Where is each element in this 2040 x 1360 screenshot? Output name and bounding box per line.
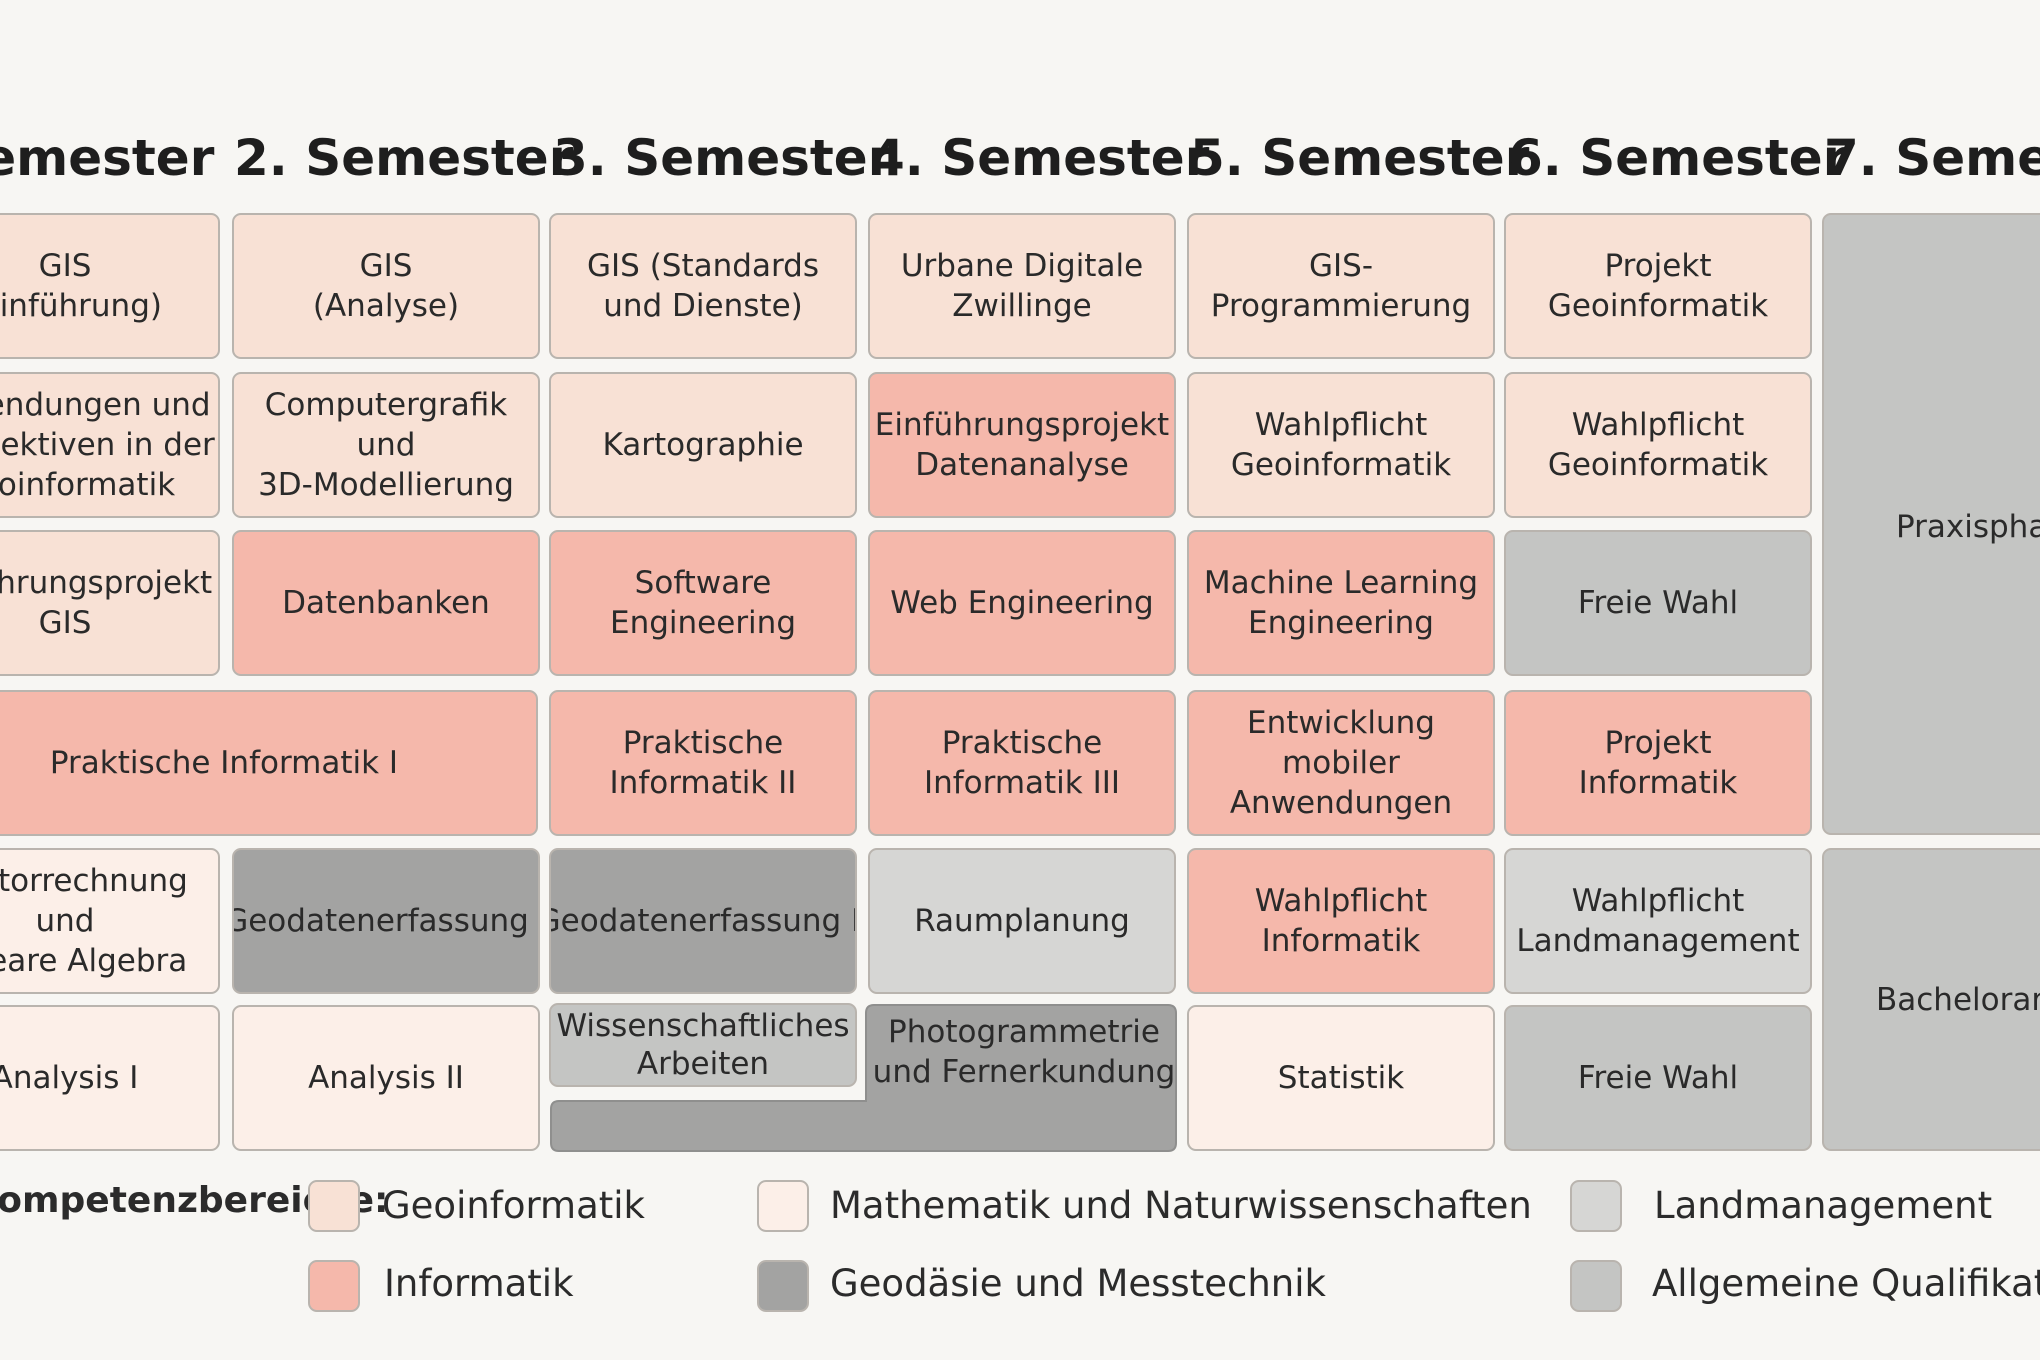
module-gis-einfuehrung: GIS(Einführung) — [0, 213, 220, 359]
module-gis-analyse: GIS(Analyse) — [232, 213, 540, 359]
legend-swatch-allgemeine-qualifikation — [1570, 1260, 1622, 1312]
module-label: Freie Wahl — [1577, 585, 1739, 621]
module-label: Praxisphase — [1896, 509, 2040, 545]
module-einfuehrungsprojekt-gis: EinführungsprojektGIS — [0, 530, 220, 676]
module-label: Freie Wahl — [1577, 1060, 1739, 1096]
module-label: EinführungsprojektGIS — [0, 565, 213, 641]
legend-label-geoinformatik: Geoinformatik — [382, 1184, 645, 1227]
module-anwendungen-perspektiven: Anwendungen undPerspektiven in derGeoinf… — [0, 372, 220, 518]
module-analysis-2: Analysis II — [232, 1005, 540, 1151]
module-label: GIS(Analyse) — [312, 248, 460, 324]
module-praktische-informatik-1: Praktische Informatik I — [0, 690, 538, 836]
semester-1-heading: 1. Semester — [0, 129, 215, 187]
module-label: Raumplanung — [914, 903, 1130, 939]
semester-5-heading: 5. Semester — [1190, 129, 1530, 187]
module-label: Kartographie — [602, 427, 804, 463]
module-label: Praktische Informatik I — [49, 745, 399, 781]
module-label: Web Engineering — [890, 585, 1154, 621]
module-label: Geodatenerfassung II — [549, 903, 857, 939]
module-freie-wahl-2: Freie Wahl — [1504, 1005, 1812, 1151]
module-label: Anwendungen undPerspektiven in derGeoinf… — [0, 387, 215, 503]
legend-label-informatik: Informatik — [384, 1262, 574, 1305]
module-analysis-1: Analysis I — [0, 1005, 220, 1151]
module-label: Statistik — [1277, 1060, 1405, 1096]
semester-4-heading: 4. Semester — [870, 129, 1210, 187]
module-label: GIS(Einführung) — [0, 248, 162, 324]
module-label: GIS-Programmierung — [1210, 248, 1472, 324]
module-geodatenerfassung-1: Geodatenerfassung I — [232, 848, 540, 994]
module-praxisphase: Praxisphase — [1822, 213, 2040, 835]
legend-swatch-informatik — [308, 1260, 360, 1312]
module-raumplanung: Raumplanung — [868, 848, 1176, 994]
module-freie-wahl-1: Freie Wahl — [1504, 530, 1812, 676]
legend-label-geodaesie: Geodäsie und Messtechnik — [830, 1262, 1326, 1305]
module-web-engineering: Web Engineering — [868, 530, 1176, 676]
semester-7-heading: 7. Semester — [1824, 129, 2040, 187]
module-label: VektorrechnungundLineare Algebra — [0, 863, 188, 979]
module-label: Analysis II — [308, 1060, 464, 1096]
module-label: Geodatenerfassung I — [232, 903, 540, 939]
legend-swatch-geoinformatik — [308, 1180, 360, 1232]
module-geodatenerfassung-2: Geodatenerfassung II — [549, 848, 857, 994]
module-statistik: Statistik — [1187, 1005, 1495, 1151]
semester-2-heading: 2. Semester — [234, 129, 574, 187]
legend-swatch-mathematik — [757, 1180, 809, 1232]
module-vektorrechnung-lineare-algebra: VektorrechnungundLineare Algebra — [0, 848, 220, 994]
module-photogrammetrie-shape — [550, 1004, 1177, 1152]
module-kartographie: Kartographie — [549, 372, 857, 518]
legend-swatch-landmanagement — [1570, 1180, 1622, 1232]
semester-3-heading: 3. Semester — [553, 129, 893, 187]
legend-label-mathematik: Mathematik und Naturwissenschaften — [830, 1184, 1532, 1227]
module-label: Datenbanken — [282, 585, 490, 621]
legend-swatch-geodaesie — [757, 1260, 809, 1312]
semester-6-heading: 6. Semester — [1508, 129, 1848, 187]
module-datenbanken: Datenbanken — [232, 530, 540, 676]
legend-label-allgemeine-qualifikation: Allgemeine Qualifikation — [1652, 1262, 2040, 1305]
module-label: Analysis I — [0, 1060, 139, 1096]
module-gis-programmierung: GIS-Programmierung — [1187, 213, 1495, 359]
legend-label-landmanagement: Landmanagement — [1654, 1184, 1993, 1227]
module-label: Bachelorarbeit — [1876, 981, 2040, 1018]
module-bachelorarbeit: Bachelorarbeit — [1822, 848, 2040, 1151]
